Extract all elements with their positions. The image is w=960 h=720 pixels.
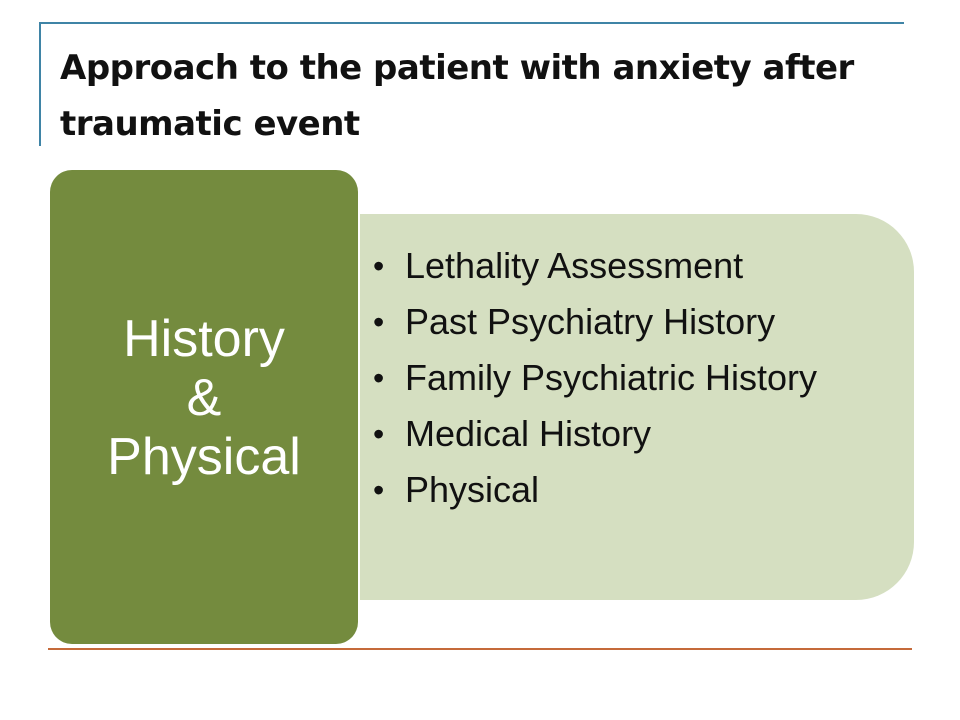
list-item-lethality-assessment: Lethality Assessment: [373, 244, 893, 288]
list-item-medical-history: Medical History: [373, 412, 893, 456]
title-left-rule: [39, 22, 41, 146]
list-item-past-psychiatry-history: Past Psychiatry History: [373, 300, 893, 344]
category-label: History & Physical: [107, 309, 301, 486]
detail-list: Lethality Assessment Past Psychiatry His…: [373, 244, 893, 512]
footer-rule: [48, 648, 912, 650]
slide-title: Approach to the patient with anxiety aft…: [60, 48, 854, 144]
list-item-physical: Physical: [373, 468, 893, 512]
title-top-rule: [40, 22, 904, 24]
category-block: History & Physical: [50, 170, 358, 644]
list-item-family-psychiatric-history: Family Psychiatric History: [373, 356, 893, 400]
